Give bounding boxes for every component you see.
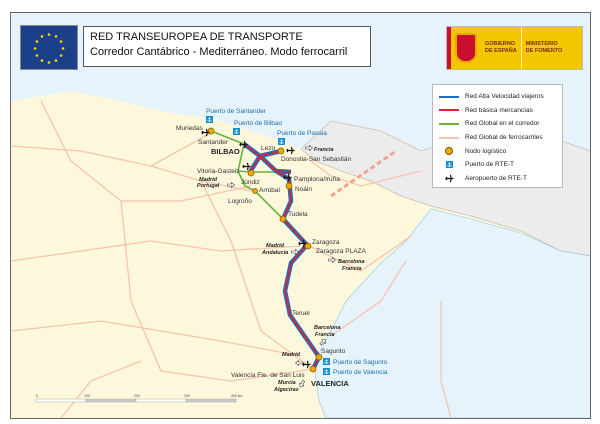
- label-algeciras: Algeciras: [273, 387, 299, 393]
- label-barcelona-francia-1b: Francia: [342, 266, 362, 272]
- label-teruel: Teruel: [292, 310, 310, 317]
- pink-line-icon: [439, 136, 459, 139]
- label-madrid-andalucia-1: Madrid: [266, 243, 285, 249]
- scale-tick: 200: [134, 394, 140, 398]
- legend-label: Nodo logístico: [465, 147, 507, 155]
- legend-label: Red Global en el corredor: [465, 120, 540, 128]
- label-barcelona-francia-1a: Barcelona: [338, 259, 365, 265]
- red-line-icon: [439, 109, 459, 112]
- label-madrid: Madrid: [282, 352, 301, 358]
- label-puerto-santander: Puerto de Santander: [206, 108, 267, 115]
- map-title-box: RED TRANSEUROPEA DE TRANSPORTE Corredor …: [83, 26, 371, 67]
- title-line-1: RED TRANSEUROPEA DE TRANSPORTE: [90, 31, 303, 43]
- green-line-icon: [439, 122, 459, 125]
- logo-text: DE ESPAÑA: [485, 48, 517, 54]
- label-lezo: Lezo: [261, 145, 275, 152]
- label-puerto-sagunto: Puerto de Sagunto: [333, 359, 388, 366]
- scale-tick: 300: [184, 394, 190, 398]
- legend-item-node: Nodo logístico: [439, 144, 556, 158]
- node-icon: [445, 147, 453, 156]
- label-barcelona-francia-2a: Barcelona: [314, 325, 341, 331]
- label-pamplona: Pamplona/Iruña: [294, 176, 340, 183]
- label-muriedas: Muriedas: [176, 125, 203, 132]
- legend-item-global-corridor: Red Global en el corredor: [439, 117, 556, 131]
- legend-label: Red Global de ferrocarriles: [465, 134, 543, 142]
- label-santander: Santander: [198, 139, 229, 146]
- label-donostia: Donostia-San Sebastián: [281, 156, 351, 163]
- label-barcelona-francia-2b: Francia: [315, 332, 335, 338]
- legend-item-freight: Red básica mercancías: [439, 104, 556, 118]
- title-line-2: Corredor Cantábrico - Mediterráneo. Modo…: [90, 46, 348, 58]
- coat-of-arms-icon: [455, 33, 477, 63]
- label-jundiz: Júndiz: [241, 179, 260, 186]
- label-vitoria: Vitoria-Gasteiz: [197, 168, 240, 175]
- label-puerto-pasaia: Puerto de Pasaia: [277, 130, 327, 137]
- legend-label: Aeropuerto de RTE-T: [465, 174, 528, 182]
- scale-tick: 400 km: [231, 394, 243, 398]
- logo-text: GOBIERNO: [485, 41, 515, 47]
- label-arrubal: Arrúbal: [259, 187, 281, 194]
- label-zaragoza: Zaragoza: [312, 239, 340, 246]
- eu-flag-logo: [20, 25, 78, 70]
- legend-item-global-rail: Red Global de ferrocarriles: [439, 131, 556, 145]
- label-bilbao: BILBAO: [211, 147, 240, 156]
- label-valencia: VALENCIA: [311, 379, 349, 388]
- legend-item-high-speed: Red Alta Velocidad viajeros: [439, 90, 556, 104]
- legend-label: Red básica mercancías: [465, 106, 533, 114]
- label-valencia-fte-san-luis: Valencia Fte. de San Luis: [231, 372, 305, 379]
- label-sagunto: Sagunto: [321, 348, 346, 355]
- anchor-icon: [445, 161, 453, 169]
- cross-border-link: [330, 149, 397, 198]
- legend-label: Red Alta Velocidad viajeros: [465, 93, 544, 101]
- scale-bar: 0 100 200 300 400 km: [35, 394, 243, 403]
- legend-label: Puerto de RTE-T: [465, 161, 515, 169]
- logo-text: MINISTERIO: [525, 41, 558, 47]
- label-puerto-bilbao: Puerto de Bilbao: [234, 120, 282, 127]
- scale-tick: 0: [36, 394, 38, 398]
- label-tudela: Tudela: [288, 211, 308, 218]
- label-noain: Noáin: [295, 186, 312, 193]
- global-rail-network: [11, 100, 452, 418]
- map-frame: Muriedas Santander BILBAO Lezo Donostia-…: [10, 12, 591, 419]
- mediterranean-sea: [314, 208, 590, 418]
- scale-tick: 100: [84, 394, 90, 398]
- label-zaragoza-plaza: Zaragoza PLAZA: [316, 248, 367, 255]
- label-murcia: Murcia: [278, 380, 296, 386]
- label-madrid-andalucia-2: Andalucía: [261, 250, 288, 256]
- logistic-nodes: [207, 127, 323, 373]
- airplane-icon: [444, 174, 454, 183]
- map: Muriedas Santander BILBAO Lezo Donostia-…: [11, 13, 590, 418]
- label-madrid-portugal-2: Portugal: [197, 183, 220, 189]
- label-logrono: Logroño: [228, 198, 252, 205]
- label-madrid-portugal-1: Madrid: [199, 177, 218, 183]
- legend: Red Alta Velocidad viajeros Red básica m…: [432, 84, 563, 188]
- logo-text: DE FOMENTO: [525, 48, 563, 54]
- blue-line-icon: [439, 95, 459, 98]
- legend-item-port: Puerto de RTE-T: [439, 158, 556, 172]
- label-francia: Francia: [314, 147, 334, 153]
- legend-item-airport: Aeropuerto de RTE-T: [439, 172, 556, 186]
- label-puerto-valencia: Puerto de Valencia: [333, 369, 388, 376]
